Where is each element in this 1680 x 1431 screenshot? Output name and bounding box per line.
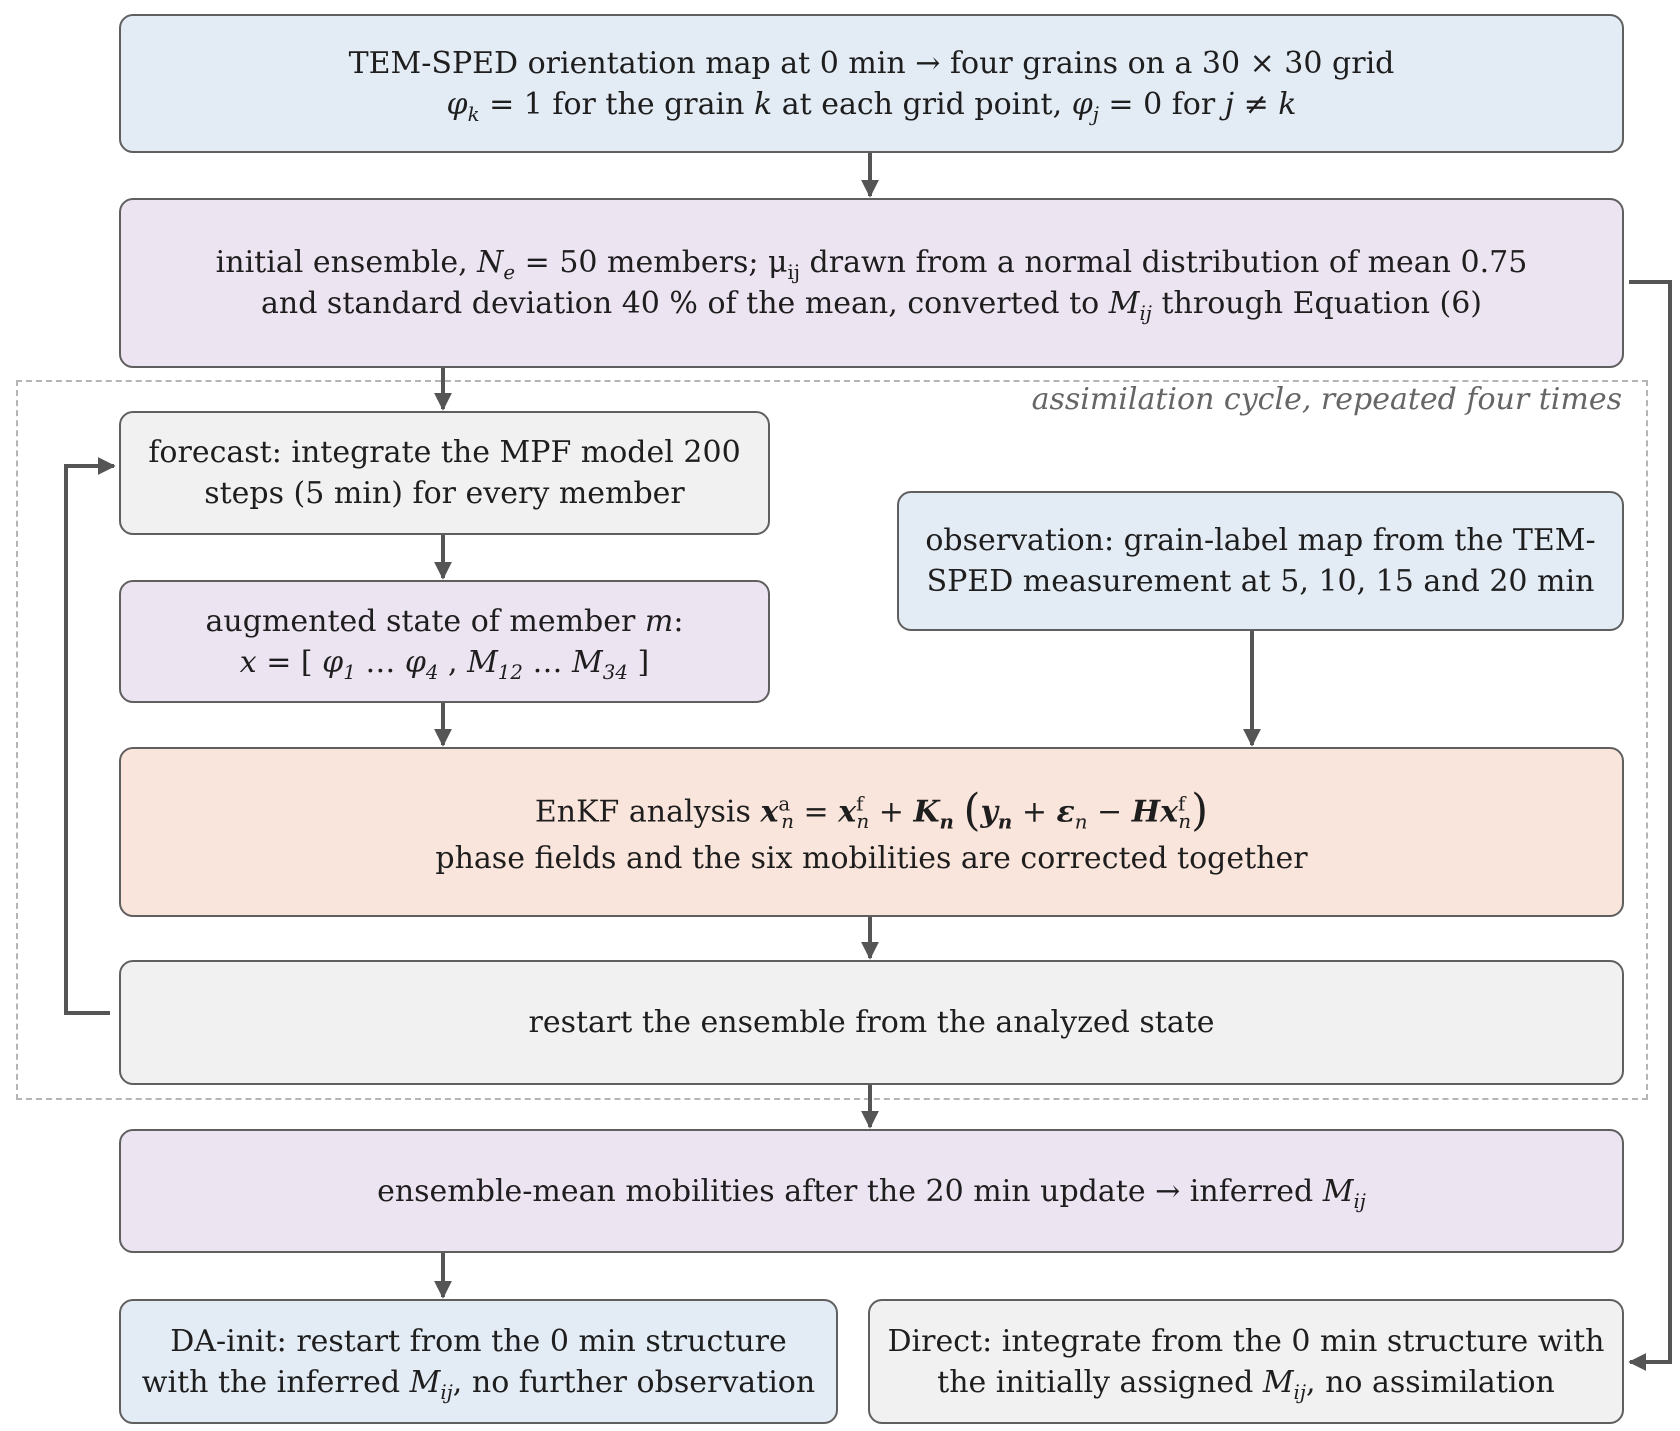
node-restart-ensemble-line1: restart the ensemble from the analyzed s… <box>528 1005 1215 1040</box>
node-enkf-analysis-equation: EnKF analysis xan = xfn + Kn (yn + εn − … <box>534 785 1209 836</box>
node-observation: observation: grain-label map from the TE… <box>897 491 1624 631</box>
node-observation-line1: observation: grain-label map from the TE… <box>925 523 1596 558</box>
arrow-loop-restart-to-forecast <box>64 457 116 1015</box>
node-augmented-state: augmented state of member m: x = [ φ1 … … <box>119 580 770 703</box>
node-initial-ensemble-line2: and standard deviation 40 % of the mean,… <box>260 286 1483 325</box>
node-forecast: forecast: integrate the MPF model 200 st… <box>119 411 770 535</box>
node-initial-ensemble-line1: initial ensemble, Ne = 50 members; μij d… <box>215 245 1528 284</box>
node-direct-line2: the initially assigned Mij, no assimilat… <box>937 1364 1555 1404</box>
node-forecast-line1: forecast: integrate the MPF model 200 <box>148 435 741 470</box>
arrow-n2-to-direct <box>1628 280 1672 1371</box>
assimilation-cycle-frame <box>16 380 1648 1100</box>
node-orientation-map-line2: φk = 1 for the grain k at each grid poin… <box>446 86 1297 126</box>
node-observation-line2: SPED measurement at 5, 10, 15 and 20 min <box>926 564 1595 599</box>
node-augmented-state-line1: augmented state of member m: <box>205 603 684 639</box>
node-da-init-line1: DA-init: restart from the 0 min structur… <box>170 1323 787 1359</box>
node-initial-ensemble: initial ensemble, Ne = 50 members; μij d… <box>119 198 1624 368</box>
node-direct: Direct: integrate from the 0 min structu… <box>868 1299 1624 1424</box>
node-da-init: DA-init: restart from the 0 min structur… <box>119 1299 838 1424</box>
node-orientation-map: TEM-SPED orientation map at 0 min → four… <box>119 14 1624 153</box>
node-forecast-line2: steps (5 min) for every member <box>204 476 685 511</box>
node-augmented-state-equation: x = [ φ1 … φ4 , M12 … M34 ] <box>239 644 650 684</box>
assimilation-cycle-label: assimilation cycle, repeated four times <box>1031 382 1622 417</box>
node-ensemble-mean: ensemble-mean mobilities after the 20 mi… <box>119 1129 1624 1253</box>
node-direct-line1: Direct: integrate from the 0 min structu… <box>887 1323 1605 1359</box>
node-enkf-analysis: EnKF analysis xan = xfn + Kn (yn + εn − … <box>119 747 1624 917</box>
node-da-init-line2: with the inferred Mij, no further observ… <box>141 1364 816 1404</box>
node-enkf-analysis-line2: phase fields and the six mobilities are … <box>435 841 1308 877</box>
node-restart-ensemble: restart the ensemble from the analyzed s… <box>119 960 1624 1085</box>
node-orientation-map-line1: TEM-SPED orientation map at 0 min → four… <box>348 45 1395 81</box>
node-ensemble-mean-line1: ensemble-mean mobilities after the 20 mi… <box>377 1173 1366 1213</box>
